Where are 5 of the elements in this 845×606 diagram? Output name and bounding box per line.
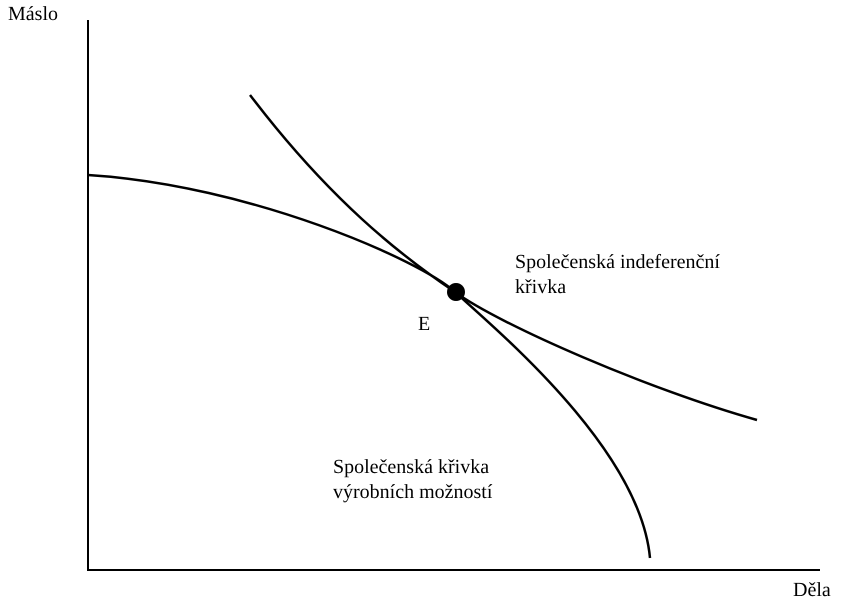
axis-label: Máslo [8,2,58,27]
axis-label: Děla [793,578,831,603]
curve-label: Společenská indeferenční křivka [515,250,721,300]
curve-label: Společenská křivka výrobních možností [333,455,494,505]
point-label: E [418,312,430,337]
